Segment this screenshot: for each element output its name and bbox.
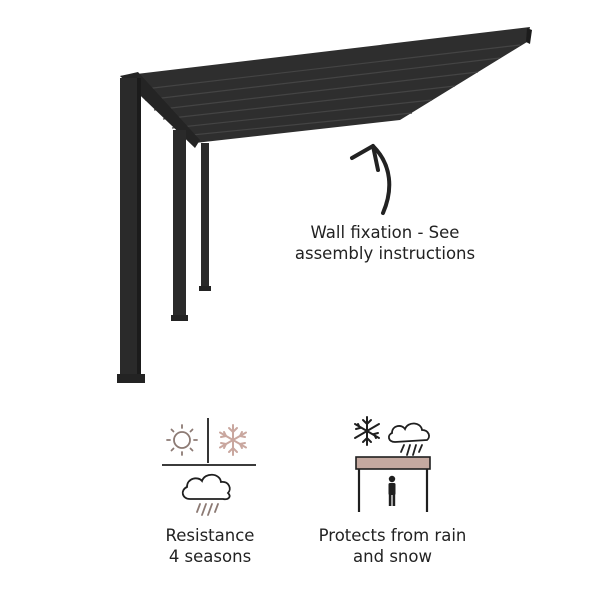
- rain-cloud-icon: [388, 422, 430, 456]
- sun-icon: [166, 424, 198, 456]
- pergola-illustration: [117, 27, 532, 383]
- snowflake-icon: [219, 424, 247, 456]
- post-middle-foot: [171, 315, 188, 321]
- post-front-foot: [117, 374, 145, 383]
- shelter-roof: [355, 456, 431, 470]
- rain-snow-shelter-icon: [354, 416, 431, 512]
- post-back: [201, 143, 209, 288]
- four-seasons-icon: [162, 418, 256, 516]
- feature-rain-snow-label: Protects from rain and snow: [318, 526, 467, 566]
- snowflake-icon: [354, 416, 380, 446]
- callout-arrow: [350, 144, 392, 215]
- wall-fixation-callout: Wall fixation - See assembly instruction…: [270, 222, 500, 264]
- wall-beam: [526, 28, 532, 44]
- person-icon: [388, 475, 396, 506]
- callout-line-2: assembly instructions: [294, 244, 476, 263]
- post-front: [120, 78, 141, 378]
- post-back-foot: [199, 286, 211, 291]
- post-middle: [173, 130, 186, 318]
- feature-four-seasons-label: Resistance 4 seasons: [165, 526, 255, 566]
- callout-line-1: Wall fixation - See: [310, 223, 460, 242]
- rain-cloud-icon: [181, 473, 231, 516]
- roof-slats: [135, 44, 521, 137]
